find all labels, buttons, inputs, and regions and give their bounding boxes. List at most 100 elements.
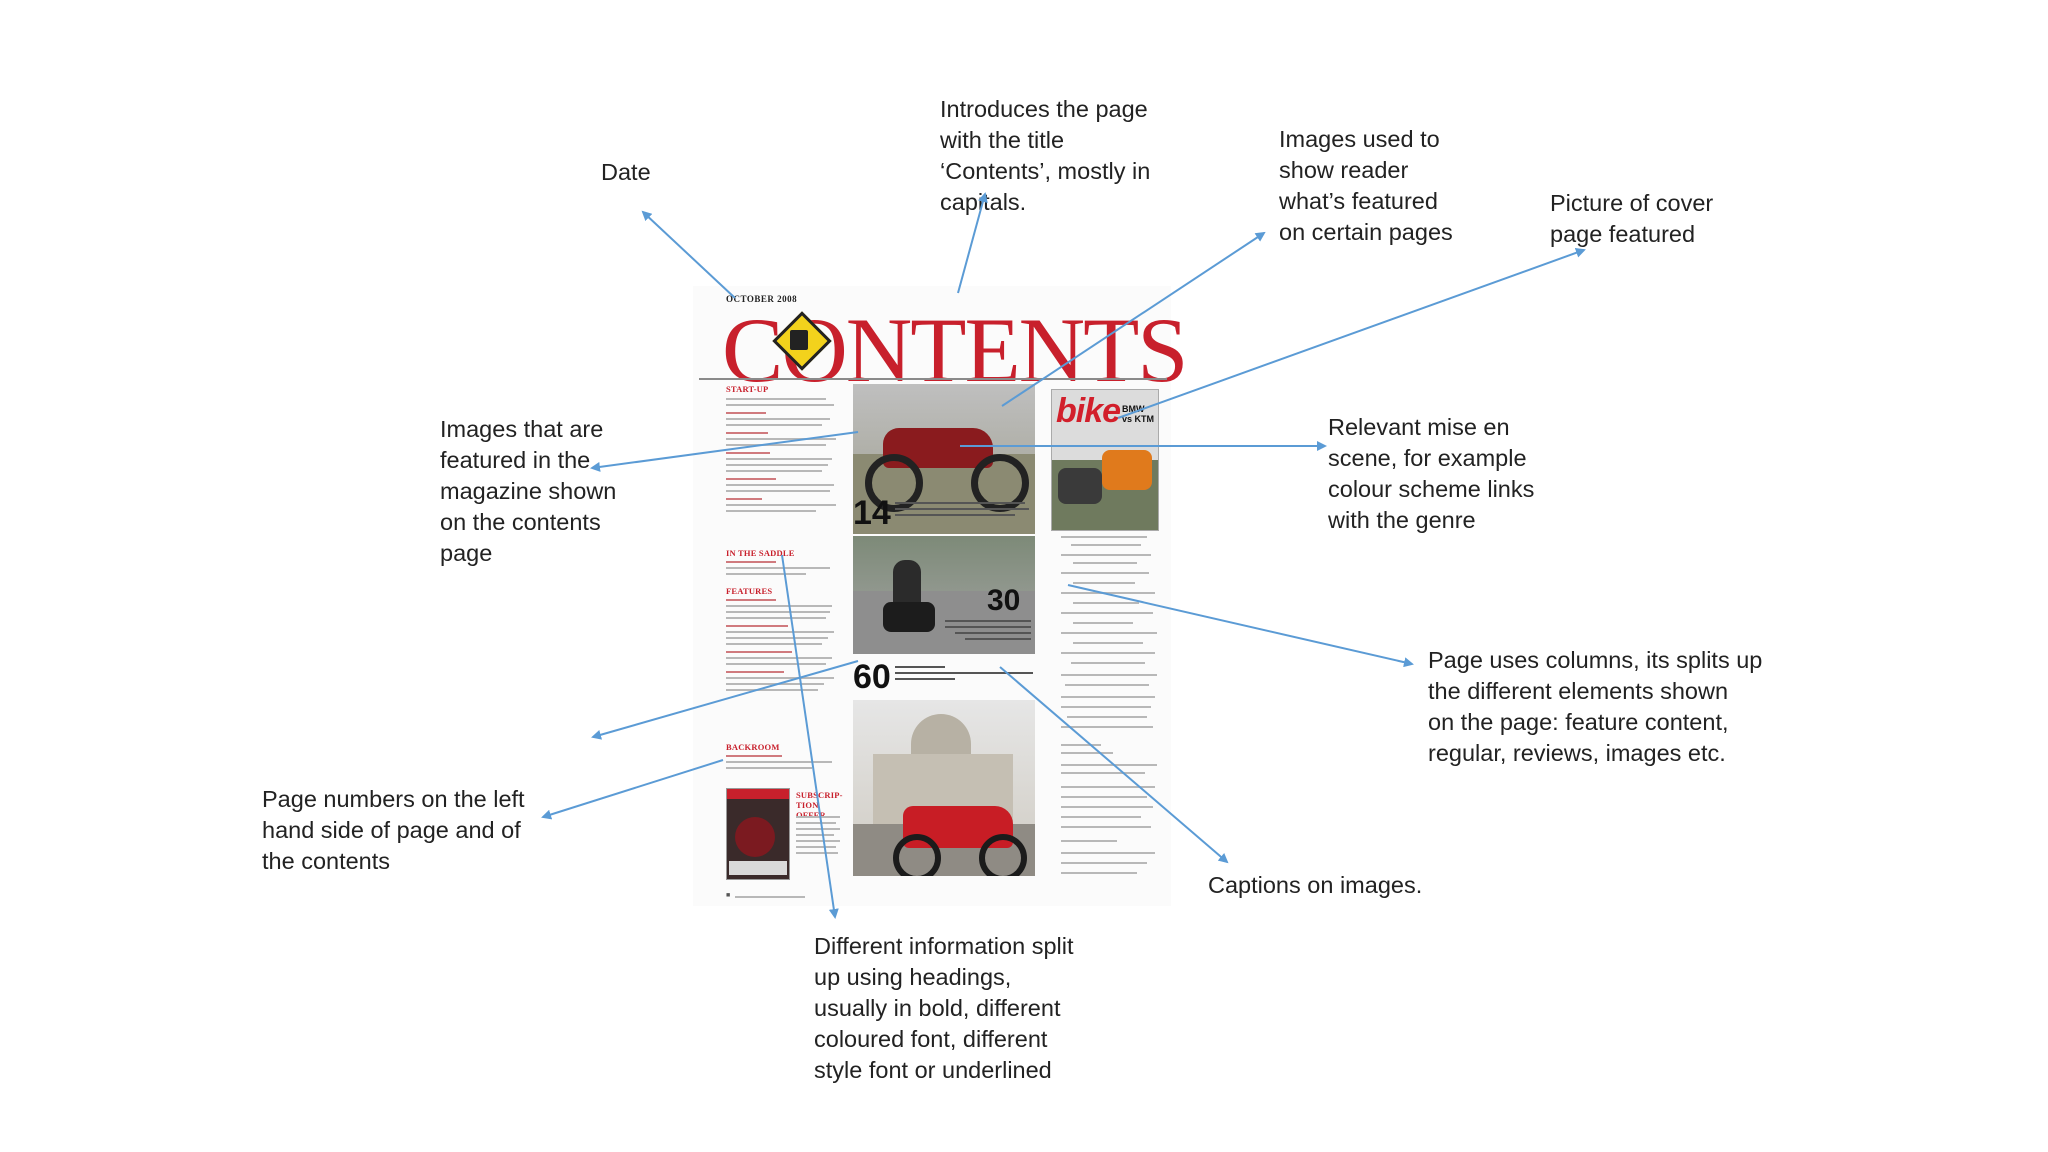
- caption-text-line: [895, 678, 955, 680]
- motorbike-photo-2: [853, 536, 1035, 654]
- title-rule: [699, 378, 1167, 380]
- cover-headline: BMW vs KTM: [1122, 404, 1155, 424]
- magazine-contents-page: OCTOBER 2008 CONTENTS START-UP IN THE SA…: [693, 286, 1188, 906]
- listing-line: [1061, 652, 1155, 654]
- listing-line: [1061, 862, 1147, 864]
- cover-logo: bike: [1056, 392, 1121, 430]
- images-in-magazine-annotation: Images that are featured in the magazine…: [440, 414, 616, 569]
- annotation-line: with the genre: [1328, 507, 1476, 533]
- text-line: [726, 504, 836, 506]
- annotation-line: ‘Contents’, mostly in: [940, 158, 1151, 184]
- section-heading-features: FEATURES: [726, 586, 773, 596]
- text-line: [726, 631, 834, 633]
- annotation-line: Introduces the page: [940, 96, 1148, 122]
- subheading-line: [726, 755, 782, 757]
- listing-line: [1061, 772, 1145, 774]
- listing-line: [1061, 612, 1153, 614]
- annotation-line: on the contents: [440, 509, 601, 535]
- listing-line: [1061, 554, 1151, 556]
- listing-line: [1061, 726, 1153, 728]
- listing-line: [1061, 752, 1113, 754]
- cover-picture-arrow: [1117, 248, 1586, 419]
- columns-annotation: Page uses columns, its splits up the dif…: [1428, 645, 1762, 769]
- annotation-line: page: [440, 540, 493, 566]
- listing-line: [1073, 602, 1139, 604]
- listing-line: [1061, 764, 1157, 766]
- listing-line: [1061, 852, 1155, 854]
- text-line: [726, 510, 816, 512]
- headings-arrow: [781, 554, 839, 919]
- listing-line: [1061, 706, 1151, 708]
- listing-line: [1061, 786, 1155, 788]
- annotation-line: hand side of page and of: [262, 817, 521, 843]
- text-line: [796, 840, 840, 842]
- subheading-line: [726, 599, 776, 601]
- listing-line: [1061, 632, 1157, 634]
- annotation-line: Picture of cover: [1550, 190, 1714, 216]
- listing-line: [1061, 796, 1147, 798]
- annotation-line: with the title: [940, 127, 1065, 153]
- subheading-line: [726, 452, 770, 454]
- text-line: [726, 404, 834, 406]
- text-line: [796, 834, 834, 836]
- caption-text-line: [895, 502, 1025, 504]
- annotation-line: magazine shown: [440, 478, 617, 504]
- text-line: [726, 444, 826, 446]
- listing-line: [1073, 622, 1133, 624]
- subheading-line: [726, 625, 788, 627]
- annotation-line: scene, for example: [1328, 445, 1527, 471]
- caption-text-line: [895, 672, 1033, 674]
- cover-picture-annotation: Picture of cover page featured: [1550, 188, 1713, 250]
- listing-line: [1061, 674, 1157, 676]
- caption-text-line: [945, 626, 1031, 628]
- annotation-line: usually in bold, different: [814, 995, 1061, 1021]
- magazine-date: OCTOBER 2008: [726, 294, 798, 304]
- annotation-line: on the page: feature content,: [1428, 709, 1729, 735]
- annotation-line: colour scheme links: [1328, 476, 1535, 502]
- text-line: [726, 567, 830, 569]
- cover-page-thumbnail: bike BMW vs KTM: [1051, 389, 1159, 531]
- text-line: [796, 852, 838, 854]
- columns-arrow: [1067, 584, 1414, 668]
- headings-annotation: Different information split up using hea…: [814, 931, 1074, 1086]
- subscription-cover-thumbnail: [726, 788, 790, 880]
- listing-line: [1071, 544, 1141, 546]
- captions-arrow: [999, 666, 1229, 864]
- annotation-line: show reader: [1279, 157, 1409, 183]
- text-line: [726, 617, 826, 619]
- caption-text-line: [895, 666, 945, 668]
- text-line: [726, 677, 834, 679]
- subheading-line: [726, 498, 762, 500]
- listing-line: [1071, 662, 1145, 664]
- text-line: [726, 470, 822, 472]
- annotation-line: style font or underlined: [814, 1057, 1052, 1083]
- annotation-line: page featured: [1550, 221, 1696, 247]
- caption-text-line: [895, 508, 1029, 510]
- annotation-line: regular, reviews, images etc.: [1428, 740, 1726, 766]
- section-heading-in-the-saddle: IN THE SADDLE: [726, 548, 795, 558]
- images-featured-pages-arrow: [1001, 231, 1266, 407]
- text-line: [726, 464, 828, 466]
- annotation-line: Captions on images.: [1208, 872, 1423, 898]
- footer-line: [735, 896, 805, 898]
- text-line: [796, 822, 836, 824]
- listing-line: [1073, 582, 1135, 584]
- text-line: [726, 657, 832, 659]
- listing-line: [1073, 642, 1143, 644]
- text-line: [796, 828, 840, 830]
- annotation-line: Page uses columns, its splits up: [1428, 647, 1763, 673]
- listing-line: [1061, 744, 1101, 746]
- text-line: [726, 484, 834, 486]
- caption-number-30: 30: [987, 584, 1021, 617]
- text-line: [726, 438, 836, 440]
- text-line: [726, 424, 822, 426]
- listing-line: [1061, 806, 1153, 808]
- section-heading-start-up: START-UP: [726, 384, 769, 394]
- text-line: [796, 846, 836, 848]
- annotation-line: featured in the: [440, 447, 591, 473]
- images-in-magazine-arrow: [590, 431, 859, 472]
- subheading-line: [726, 671, 784, 673]
- annotation-line: what’s featured: [1279, 188, 1438, 214]
- text-line: [726, 663, 826, 665]
